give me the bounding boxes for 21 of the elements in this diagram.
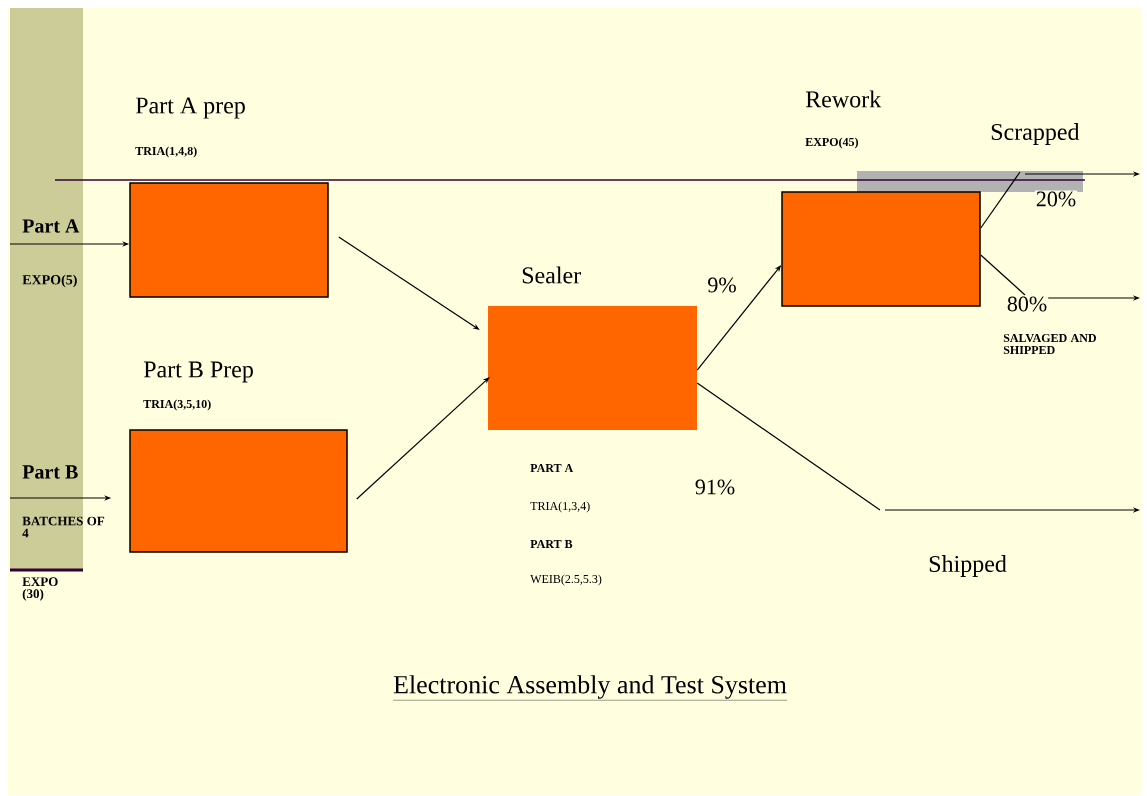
distribution-label: EXPO(5): [22, 274, 77, 288]
outcome-label: Scrapped: [991, 123, 1080, 145]
distribution-label: TRIA(1,3,4): [530, 501, 590, 513]
outcome-label: SALVAGED AND SHIPPED: [1003, 333, 1096, 355]
distribution-label: WEIB(2.5,5.3): [530, 574, 602, 586]
distribution-label: TRIA(1,4,8): [135, 146, 197, 158]
distribution-label: EXPO (30): [22, 577, 58, 601]
title: Electronic Assembly and Test System: [392, 675, 788, 701]
side-label: Part B: [22, 465, 78, 479]
box-heading: Part A prep: [135, 97, 245, 119]
distribution-label: PART B: [530, 540, 573, 548]
arrow: [356, 377, 490, 500]
distribution-label: TRIA(3,5,10): [143, 399, 211, 411]
box-heading: Part B Prep: [143, 361, 253, 383]
box-heading: Rework: [805, 90, 882, 108]
distribution-label: EXPO(45): [805, 137, 858, 149]
distribution-label: BATCHES OF 4: [22, 516, 105, 538]
distribution-label: PART A: [530, 464, 574, 472]
outcome-label: Shipped: [929, 555, 1007, 577]
box-heading: Sealer: [522, 266, 581, 284]
side-label: Part A: [22, 219, 80, 233]
